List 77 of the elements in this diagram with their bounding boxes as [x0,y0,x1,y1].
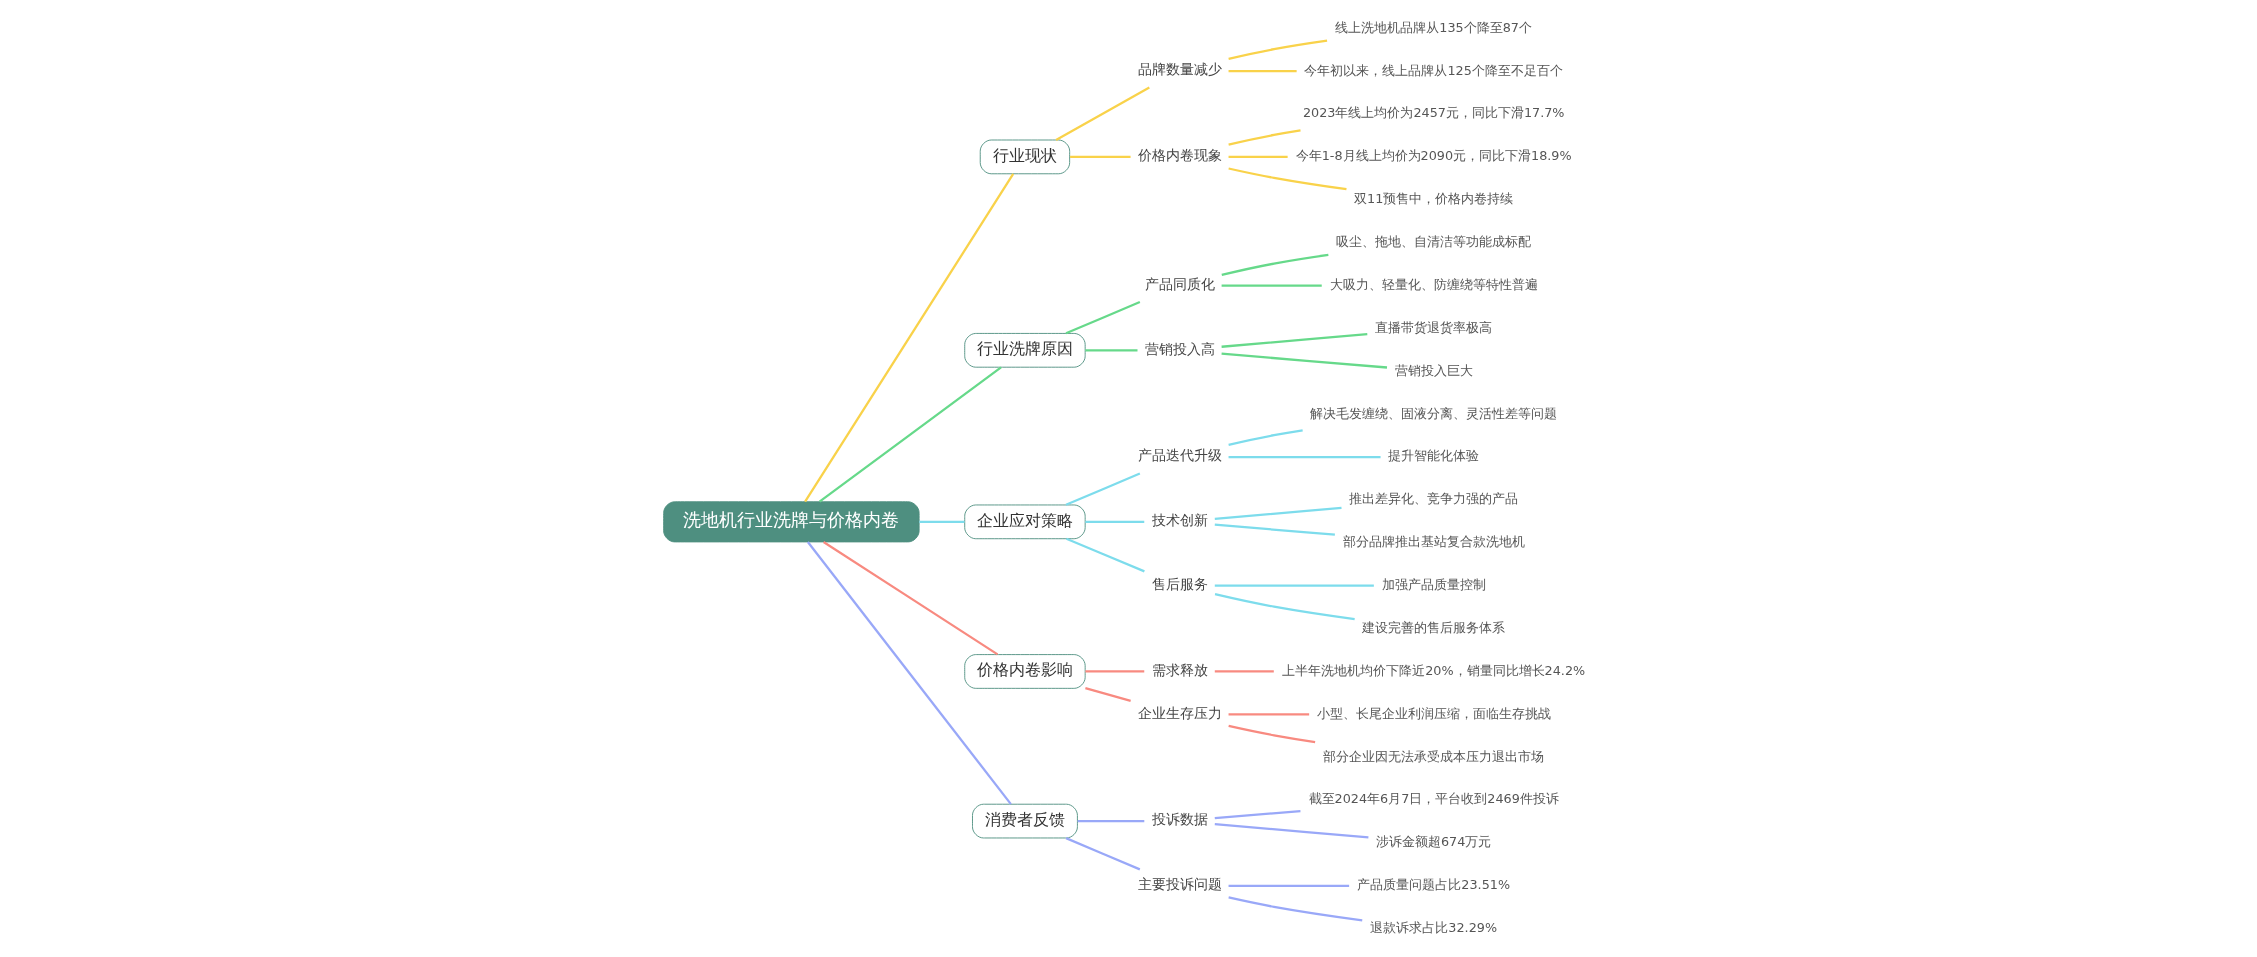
node-text: 加强产品质量控制 [1381,577,1486,593]
node-text: 投诉数据 [1151,811,1208,828]
connector [1228,713,1310,716]
node-text: 涉诉金额超674万元 [1376,834,1492,850]
node-text: 今年1-8月线上均价为2090元，同比下滑18.9% [1295,148,1572,164]
node-box: 行业现状 [979,139,1071,175]
connector [1221,332,1368,348]
node-text: 部分企业因无法承受成本压力退出市场 [1323,748,1545,764]
node-text: 产品同质化 [1144,275,1215,292]
connector [1221,352,1388,369]
connector [1221,284,1322,287]
node-box: 企业应对策略 [964,504,1086,540]
node-text: 线上洗地机品牌从135个降至87个 [1335,19,1532,35]
node-text: 主要投诉问题 [1137,876,1222,893]
node-box: 价格内卷影响 [964,654,1086,689]
connector [822,541,999,656]
node-box: 洗地机行业洗牌与价格内卷 [663,501,920,543]
connector [1228,896,1363,922]
connector [1221,253,1329,277]
node-text: 提升智能化体验 [1388,448,1480,464]
connector [1228,155,1288,159]
node-text: 上半年洗地机均价下降近20%，销量同比增长24.2% [1282,662,1586,678]
node-text: 大吸力、轻量化、防缠绕等特性普遍 [1329,276,1538,292]
connector [919,520,965,523]
node-text: 建设完善的售后服务体系 [1362,619,1506,635]
node-text: 品牌数量减少 [1137,61,1222,78]
connector [1214,506,1342,520]
connector [1077,819,1145,823]
connector [1065,537,1145,573]
node-text: 小型、长尾企业利润压缩，面临生存挑战 [1316,705,1551,721]
node-text: 企业生存压力 [1137,704,1222,721]
connector [818,366,1002,503]
connector [1070,155,1131,159]
connector [1065,837,1141,871]
node-text: 直播带货退货率极高 [1375,319,1493,335]
node-box: 行业洗牌原因 [964,332,1086,368]
connector [1085,670,1145,673]
connector [1065,300,1141,335]
node-text: 退款诉求占比32.29% [1370,920,1498,936]
node-text: 营销投入高 [1144,340,1215,357]
connector [1214,822,1369,839]
node-text: 推出差异化、竞争力强的产品 [1349,491,1519,507]
node-box: 消费者反馈 [972,803,1078,839]
node-text: 双11预售中，价格内卷持续 [1354,191,1514,207]
connector [1228,167,1347,191]
connector [1065,472,1141,506]
connector [1228,884,1350,887]
connector [1228,429,1303,446]
node-text: 产品质量问题占比23.51% [1357,877,1511,893]
connector [1228,455,1381,459]
connector [1085,687,1131,702]
node-text: 技术创新 [1151,512,1208,529]
connector [1085,520,1145,523]
connector [806,541,1012,805]
node-text: 价格内卷现象 [1137,147,1222,164]
connector [1214,670,1274,673]
node-text: 部分品牌推出基站复合款洗地机 [1342,534,1525,550]
connector [1055,86,1150,141]
node-text: 产品迭代升级 [1137,447,1222,464]
node-text: 今年初以来，线上品牌从125个降至不足百个 [1304,62,1563,78]
connector [1085,349,1138,352]
node-text: 需求释放 [1151,661,1208,678]
connector [1214,523,1335,536]
connector [1214,809,1301,820]
node-text: 2023年线上均价为2457元，同比下滑17.7% [1302,105,1565,121]
connector [1228,724,1316,744]
connector [1228,39,1328,60]
node-text: 售后服务 [1151,575,1208,592]
node-text: 截至2024年6月7日，平台收到2469件投诉 [1308,791,1559,807]
connector [1228,129,1301,146]
connector [1214,584,1374,587]
node-text: 营销投入巨大 [1394,362,1473,378]
connector [1214,593,1355,621]
connector [804,173,1015,503]
connector [1228,70,1297,73]
node-text: 解决毛发缠绕、固液分离、灵活性差等问题 [1310,405,1558,421]
node-text: 吸尘、拖地、自清洁等功能成标配 [1336,234,1532,250]
